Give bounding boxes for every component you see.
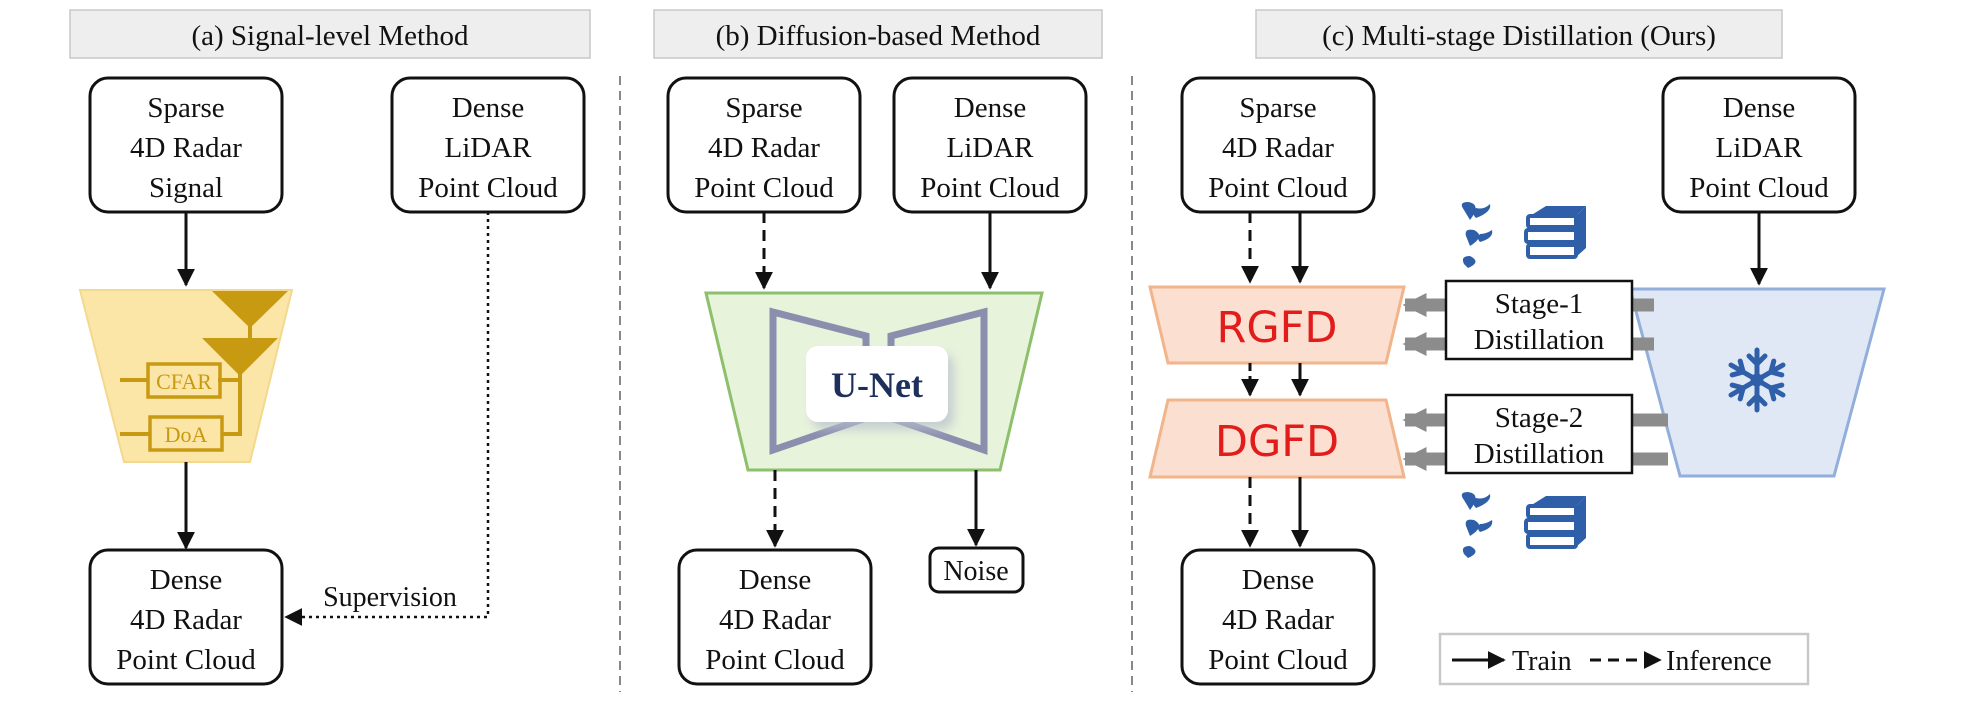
svg-text:Dense: Dense bbox=[150, 564, 222, 596]
a-dense-lidar-node: Dense LiDAR Point Cloud bbox=[390, 76, 586, 214]
teacher-network bbox=[1628, 287, 1886, 478]
svg-text:Sparse: Sparse bbox=[147, 92, 224, 124]
svg-text:4D Radar: 4D Radar bbox=[130, 132, 242, 164]
b-dense-lidar-node: Dense LiDAR Point Cloud bbox=[892, 76, 1088, 214]
flame-icon bbox=[1461, 492, 1493, 558]
a-sparse-input-node: Sparse 4D Radar Signal bbox=[88, 76, 284, 214]
a-signal-processing-block: CFAR DoA bbox=[78, 289, 294, 463]
b-unet-block: U-Net bbox=[704, 291, 1044, 472]
panel-b-title: (b) Diffusion-based Method bbox=[716, 20, 1041, 52]
svg-text:4D Radar: 4D Radar bbox=[130, 604, 242, 636]
supervision-label: Supervision bbox=[323, 582, 457, 613]
svg-text:Dense: Dense bbox=[1723, 92, 1795, 124]
svg-text:Point Cloud: Point Cloud bbox=[920, 172, 1060, 204]
svg-text:Point Cloud: Point Cloud bbox=[1208, 172, 1348, 204]
svg-text:Dense: Dense bbox=[954, 92, 1026, 124]
panel-a-header: (a) Signal-level Method bbox=[69, 9, 591, 59]
svg-text:4D Radar: 4D Radar bbox=[708, 132, 820, 164]
panel-c: Sparse 4D Radar Point Cloud Dense LiDAR … bbox=[1148, 76, 1886, 686]
svg-text:Signal: Signal bbox=[149, 172, 223, 204]
rgfd-module: RGFD bbox=[1148, 285, 1406, 365]
c-sparse-input-node: Sparse 4D Radar Point Cloud bbox=[1180, 76, 1376, 214]
svg-text:Distillation: Distillation bbox=[1474, 324, 1605, 356]
svg-text:LiDAR: LiDAR bbox=[1716, 132, 1804, 164]
c-output-node: Dense 4D Radar Point Cloud bbox=[1180, 548, 1376, 686]
svg-text:Noise: Noise bbox=[943, 556, 1008, 587]
panel-a: Sparse 4D Radar Signal Dense LiDAR Point… bbox=[78, 76, 586, 686]
rgfd-label: RGFD bbox=[1216, 303, 1337, 353]
stage-2-distillation-box: Stage-2 Distillation bbox=[1444, 393, 1634, 475]
unet-label: U-Net bbox=[831, 365, 923, 405]
panel-a-title: (a) Signal-level Method bbox=[191, 20, 469, 52]
a-output-node: Dense 4D Radar Point Cloud bbox=[88, 548, 284, 686]
b-sparse-input-node: Sparse 4D Radar Point Cloud bbox=[666, 76, 862, 214]
books-icon bbox=[1524, 206, 1586, 259]
svg-text:Distillation: Distillation bbox=[1474, 438, 1605, 470]
svg-text:LiDAR: LiDAR bbox=[445, 132, 533, 164]
legend-inference-label: Inference bbox=[1666, 646, 1772, 677]
panel-c-header: (c) Multi-stage Distillation (Ours) bbox=[1255, 9, 1783, 59]
svg-text:Point Cloud: Point Cloud bbox=[418, 172, 558, 204]
legend: Train Inference bbox=[1438, 632, 1810, 686]
svg-text:4D Radar: 4D Radar bbox=[719, 604, 831, 636]
books-icon bbox=[1524, 496, 1586, 549]
svg-text:Sparse: Sparse bbox=[1239, 92, 1316, 124]
snowflake-icon bbox=[1728, 347, 1786, 413]
legend-train-label: Train bbox=[1512, 646, 1572, 677]
stage-1-distillation-box: Stage-1 Distillation bbox=[1444, 279, 1634, 361]
svg-text:Point Cloud: Point Cloud bbox=[116, 644, 256, 676]
svg-text:LiDAR: LiDAR bbox=[947, 132, 1035, 164]
svg-text:Point Cloud: Point Cloud bbox=[694, 172, 834, 204]
flame-icon bbox=[1461, 202, 1493, 268]
b-noise-node: Noise bbox=[928, 546, 1025, 594]
svg-text:Stage-2: Stage-2 bbox=[1495, 402, 1584, 434]
b-output-node: Dense 4D Radar Point Cloud bbox=[677, 548, 873, 686]
svg-text:Point Cloud: Point Cloud bbox=[705, 644, 845, 676]
svg-text:Dense: Dense bbox=[452, 92, 524, 124]
dgfd-label: DGFD bbox=[1215, 417, 1339, 467]
svg-text:Sparse: Sparse bbox=[725, 92, 802, 124]
svg-text:Point Cloud: Point Cloud bbox=[1689, 172, 1829, 204]
a-supervision-connector bbox=[284, 212, 490, 626]
dgfd-module: DGFD bbox=[1148, 398, 1406, 479]
svg-text:4D Radar: 4D Radar bbox=[1222, 604, 1334, 636]
svg-text:Point Cloud: Point Cloud bbox=[1208, 644, 1348, 676]
panel-c-title: (c) Multi-stage Distillation (Ours) bbox=[1322, 20, 1716, 52]
cfar-label: CFAR bbox=[156, 369, 212, 394]
panel-b: Sparse 4D Radar Point Cloud Dense LiDAR … bbox=[666, 76, 1088, 686]
svg-text:4D Radar: 4D Radar bbox=[1222, 132, 1334, 164]
panel-b-header: (b) Diffusion-based Method bbox=[653, 9, 1103, 59]
svg-text:Stage-1: Stage-1 bbox=[1495, 288, 1584, 320]
svg-text:Dense: Dense bbox=[1242, 564, 1314, 596]
c-dense-lidar-node: Dense LiDAR Point Cloud bbox=[1661, 76, 1857, 214]
doa-label: DoA bbox=[165, 422, 208, 447]
svg-text:Dense: Dense bbox=[739, 564, 811, 596]
